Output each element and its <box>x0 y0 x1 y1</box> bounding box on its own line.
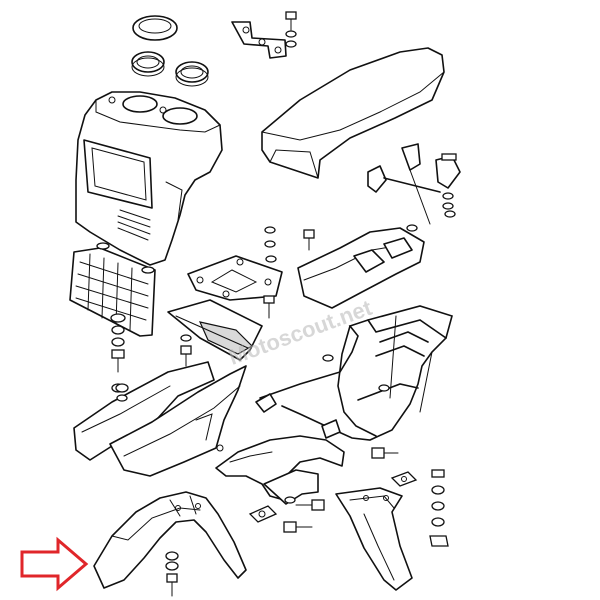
side-panel-right <box>109 365 247 477</box>
seat-bracket <box>367 143 461 225</box>
instrument-ring-left <box>131 51 165 77</box>
headlight-fairing <box>75 91 223 266</box>
seat <box>261 47 445 179</box>
washers-mid <box>263 226 315 319</box>
pointer-arrow-icon <box>20 536 89 592</box>
fender-bolt-stack <box>165 551 179 597</box>
instrument-ring-right <box>175 61 209 87</box>
rear-mudguard <box>215 435 345 505</box>
top-bracket <box>231 21 287 59</box>
mount-plate <box>187 255 283 301</box>
luggage-rack <box>255 305 453 441</box>
front-fender <box>93 491 247 589</box>
hardware-right <box>371 447 449 547</box>
hardware-cluster-mid <box>248 496 325 533</box>
tool-tray <box>167 299 263 361</box>
rear-fender-bracket <box>335 487 413 591</box>
headlight-grille <box>69 242 156 337</box>
battery-tray <box>297 224 425 309</box>
side-panel-bolt <box>115 383 129 402</box>
instrument-cap <box>132 15 178 41</box>
bolt-mid <box>180 334 192 367</box>
bolt-top <box>285 11 297 48</box>
